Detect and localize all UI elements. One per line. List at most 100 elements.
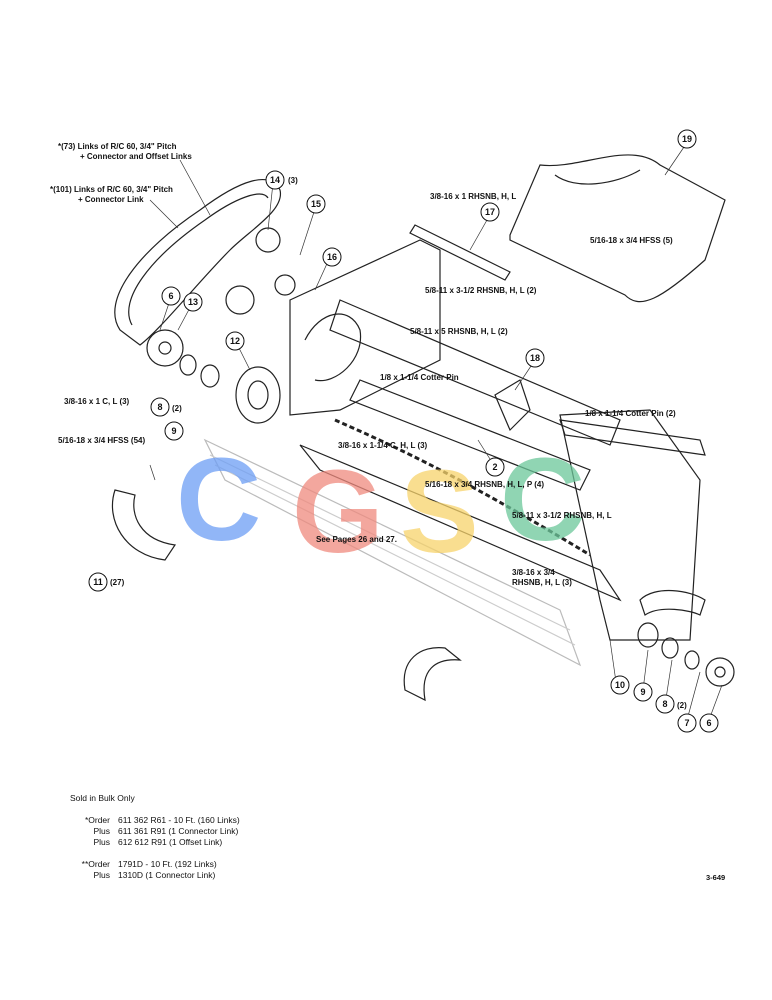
roller-chain-loop xyxy=(114,179,281,346)
bulk-order-notes: Sold in Bulk Only *Order 611 362 R61 - 10… xyxy=(66,793,240,881)
callout-8a: 8(2) xyxy=(150,397,182,417)
label-links101-line1: *(101) Links of R/C 60, 3/4" Pitch xyxy=(50,185,173,194)
left-frame-plate xyxy=(289,239,441,416)
notes-row-prefix: *Order xyxy=(84,815,110,825)
watermark-letter-2: G xyxy=(292,446,384,578)
label-c-38-114: 3/8-16 x 1-1/4 C, H, L (3) xyxy=(338,441,428,450)
label-rhsnb-38-34-line2: RHSNB, H, L (3) xyxy=(512,578,572,587)
right-frame-plate xyxy=(559,409,701,641)
shield-19 xyxy=(509,154,726,303)
svg-text:9: 9 xyxy=(171,426,176,436)
svg-text:13: 13 xyxy=(188,297,198,307)
callout-num: 19 xyxy=(682,134,692,144)
notes-row: **Order 1791D - 10 Ft. (192 Links) xyxy=(66,859,240,870)
notes-row: Plus 1310D (1 Connector Link) xyxy=(66,870,240,881)
watermark-letter-4: C xyxy=(500,434,585,566)
callout-10: 10 xyxy=(610,675,630,695)
label-links73-line2: + Connector and Offset Links xyxy=(80,152,192,161)
watermark-letter-3: S xyxy=(400,446,479,578)
callout-14: 14 (3) xyxy=(265,170,298,190)
label-hfss-516-54: 5/16-18 x 3/4 HFSS (54) xyxy=(58,436,146,445)
belt-guide-11 xyxy=(111,489,177,561)
watermark-logo: C G S C xyxy=(176,434,585,578)
callout-12: 12 xyxy=(225,331,245,351)
callout-18: 18 xyxy=(525,348,545,368)
label-cotter-b: 1/8 x 1-1/4 Cotter Pin (2) xyxy=(585,409,676,418)
callout-9a: 9 xyxy=(164,421,184,441)
sprocket-13 xyxy=(146,329,184,367)
svg-text:14: 14 xyxy=(270,175,280,185)
notes-row-text: 611 362 R61 - 10 Ft. (160 Links) xyxy=(118,815,240,825)
callout-6b: 6 xyxy=(699,713,719,733)
label-rhsnb-58-5: 5/8-11 x 5 RHSNB, H, L (2) xyxy=(410,327,508,336)
notes-row-text: 1791D - 10 Ft. (192 Links) xyxy=(118,859,217,869)
bracket-18 xyxy=(494,379,531,432)
washer-right xyxy=(684,650,700,670)
bearing-right xyxy=(637,622,659,648)
notes-row-prefix: Plus xyxy=(93,870,110,880)
label-rhsnb-516-p4: 5/16-18 x 3/4 RHSNB, H, L, P (4) xyxy=(425,480,545,489)
notes-row: Plus 611 361 R91 (1 Connector Link) xyxy=(66,826,240,837)
label-see-pages: See Pages 26 and 27. xyxy=(316,535,397,544)
callout-7: 7 xyxy=(677,713,697,733)
notes-row: *Order 611 362 R61 - 10 Ft. (160 Links) xyxy=(66,815,240,826)
figure-code: 3-649 xyxy=(706,873,726,882)
label-links101-line2: + Connector Link xyxy=(78,195,144,204)
svg-text:6: 6 xyxy=(706,718,711,728)
watermark-letter-1: C xyxy=(176,434,261,566)
callout-2: 2 xyxy=(485,457,505,477)
svg-text:(27): (27) xyxy=(110,578,125,587)
cross-tube-lower xyxy=(349,379,591,491)
callout-8b: 8 (2) xyxy=(655,694,687,714)
sprocket-upper xyxy=(255,227,281,253)
callout-17: 17 xyxy=(480,202,500,222)
svg-text:18: 18 xyxy=(530,353,540,363)
svg-text:12: 12 xyxy=(230,336,240,346)
sprocket-small xyxy=(225,285,255,315)
callout-16: 16 xyxy=(322,247,342,267)
svg-text:2: 2 xyxy=(492,462,497,472)
callout-13: 13 xyxy=(183,292,203,312)
svg-text:8: 8 xyxy=(662,699,667,709)
svg-text:(2): (2) xyxy=(677,701,687,710)
callout-9b: 9 xyxy=(633,682,653,702)
label-rhsnb-58-312-b: 5/8-11 x 3-1/2 RHSNB, H, L xyxy=(512,511,612,520)
notes-row: Plus 612 612 R91 (1 Offset Link) xyxy=(66,837,240,848)
label-rhsnb-38-34-line1: 3/8-16 x 3/4 xyxy=(512,568,555,577)
svg-text:9: 9 xyxy=(640,687,645,697)
svg-text:(2): (2) xyxy=(172,404,182,413)
svg-text:16: 16 xyxy=(327,252,337,262)
notes-row-prefix: Plus xyxy=(93,826,110,836)
svg-text:17: 17 xyxy=(485,207,495,217)
collar-right xyxy=(661,637,679,659)
sprocket-7 xyxy=(705,657,735,687)
right-shaft xyxy=(559,419,706,456)
callout-11: 11 (27) xyxy=(88,572,125,592)
label-hfss-516-5: 5/16-18 x 3/4 HFSS (5) xyxy=(590,236,673,245)
sprocket-mid xyxy=(274,274,296,296)
label-c-38-1: 3/8-16 x 1 C, L (3) xyxy=(64,397,130,406)
conveyor-chain xyxy=(334,418,591,557)
belt-guide-lower xyxy=(403,647,462,702)
notes-row-text: 1310D (1 Connector Link) xyxy=(118,870,216,880)
svg-text:11: 11 xyxy=(93,577,103,587)
svg-text:15: 15 xyxy=(311,199,321,209)
label-cotter-a: 1/8 x 1-1/4 Cotter Pin xyxy=(380,373,459,382)
notes-heading: Sold in Bulk Only xyxy=(70,793,135,803)
bearing-housing-12 xyxy=(235,366,281,424)
callout-6a: 6 xyxy=(161,286,181,306)
notes-row-prefix: Plus xyxy=(93,837,110,847)
bracket-17 xyxy=(409,224,511,281)
label-links73-line1: *(73) Links of R/C 60, 3/4" Pitch xyxy=(58,142,177,151)
label-rhsnb-58-312-a: 5/8-11 x 3-1/2 RHSNB, H, L (2) xyxy=(425,286,537,295)
svg-text:7: 7 xyxy=(684,718,689,728)
notes-row-prefix: **Order xyxy=(81,859,110,869)
notes-row-text: 611 361 R91 (1 Connector Link) xyxy=(118,826,239,836)
roller-chain-inner xyxy=(128,193,269,326)
svg-text:(3): (3) xyxy=(288,176,298,185)
label-rhsnb-38-1: 3/8-16 x 1 RHSNB, H, L xyxy=(430,192,517,201)
svg-text:6: 6 xyxy=(168,291,173,301)
notes-row-text: 612 612 R91 (1 Offset Link) xyxy=(118,837,223,847)
